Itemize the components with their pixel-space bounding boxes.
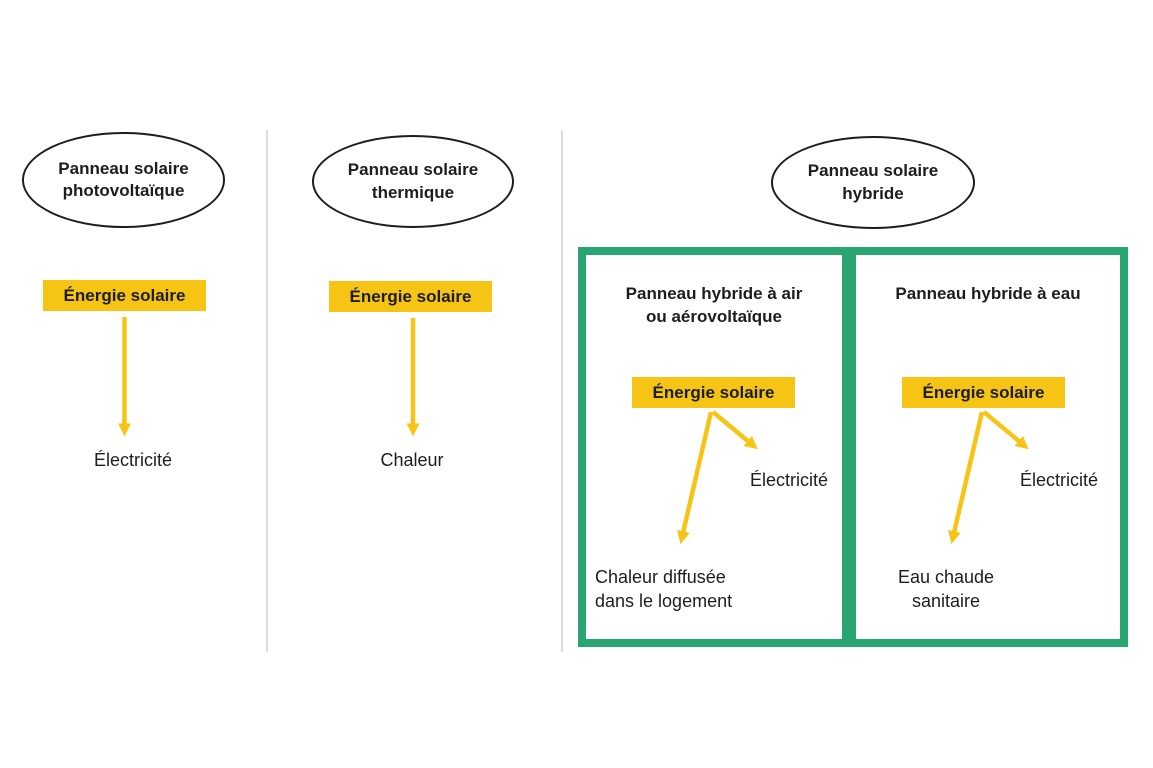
hybrid-water-cell: Panneau hybride à eau Énergie solaire Él…	[856, 255, 1120, 639]
energy-source-label: Énergie solaire	[63, 285, 186, 305]
hybrid-water-hot-water-label: Eau chaude sanitaire	[897, 567, 995, 612]
energy-source-chip-photovoltaic: Énergie solaire	[43, 280, 206, 311]
photovoltaic-output-label: Électricité	[93, 450, 173, 470]
hybrid-air-title: Panneau hybride à air ou aérovoltaïque	[625, 284, 803, 326]
energy-source-label: Énergie solaire	[349, 286, 472, 306]
hybrid-water-title: Panneau hybride à eau	[895, 284, 1081, 303]
energy-source-chip-hybrid-air: Énergie solaire	[632, 377, 795, 408]
hybrid-water-electricity-label: Électricité	[1019, 470, 1099, 490]
energy-source-chip-thermal: Énergie solaire	[329, 281, 492, 312]
ellipse-panneau-hybride: Panneau solaire hybride	[771, 136, 975, 229]
hybrid-air-heat-label: Chaleur diffusée dans le logement	[595, 567, 733, 612]
energy-source-label: Énergie solaire	[922, 382, 1045, 402]
thermal-output-label: Chaleur	[380, 450, 444, 470]
energy-source-chip-hybrid-water: Énergie solaire	[902, 377, 1065, 408]
hybrid-title: Panneau solaire hybride	[807, 161, 939, 203]
ellipse-panneau-photovoltaique: Panneau solaire photovoltaïque	[22, 132, 225, 228]
column-divider-1	[266, 130, 268, 652]
hybrid-frame: Panneau hybride à air ou aérovoltaïque É…	[578, 247, 1128, 647]
photovoltaic-title: Panneau solaire photovoltaïque	[58, 158, 189, 200]
energy-source-label: Énergie solaire	[652, 382, 775, 402]
hybrid-air-cell: Panneau hybride à air ou aérovoltaïque É…	[586, 255, 842, 639]
ellipse-panneau-thermique: Panneau solaire thermique	[312, 135, 514, 228]
thermal-title: Panneau solaire thermique	[347, 160, 479, 202]
column-divider-2	[561, 130, 563, 652]
hybrid-air-electricity-label: Électricité	[749, 470, 829, 490]
